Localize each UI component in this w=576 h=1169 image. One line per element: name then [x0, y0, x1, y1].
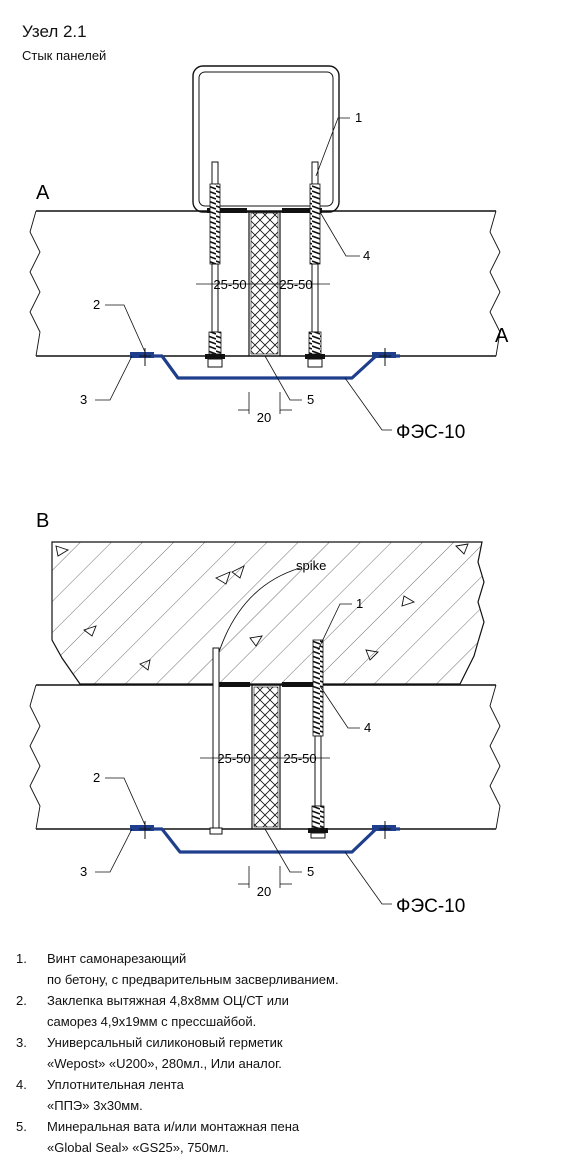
page-title: Узел 2.1: [22, 22, 87, 41]
fes10-profile-b: [130, 827, 400, 854]
sealant-bead-b-left: [130, 825, 154, 831]
dim-gap-label: 20: [257, 410, 271, 425]
concrete-aggregate: [55, 543, 469, 671]
seal-tape-b-left: [214, 682, 250, 687]
note-item: 1. Винт самонарезающий по бетону, с пред…: [14, 948, 562, 990]
callout-5: 5: [307, 392, 314, 407]
profile-label-b: ФЭС-10: [396, 896, 465, 917]
sealant-bead-right: [372, 352, 396, 358]
note-number: 4.: [16, 1077, 27, 1092]
seal-tape-left: [207, 208, 247, 213]
leader-b-4: [319, 685, 360, 729]
note-number: 3.: [16, 1035, 27, 1050]
notes-list: 1. Винт самонарезающий по бетону, с пред…: [14, 948, 562, 1158]
note-line: «Global Seal» «GS25», 750мл.: [47, 1140, 230, 1155]
note-item: 3. Универсальный силиконовый герметик «W…: [14, 1032, 562, 1074]
dim-gap-b-label: 20: [257, 884, 271, 899]
steel-tube-inner: [198, 71, 334, 207]
dim-label-left: 25-50: [213, 277, 246, 292]
callout-b-2: 2: [93, 770, 100, 785]
leader-b-fes10: [344, 851, 392, 905]
leader-2: [105, 304, 146, 353]
mineral-wool-fill-b: [253, 686, 279, 828]
sealant-bead-b-right: [372, 825, 396, 831]
panel-break-left: [29, 210, 41, 357]
callout-4: 4: [363, 248, 370, 263]
leader-b-2: [105, 777, 146, 826]
screw-b-left: [209, 647, 223, 835]
note-line: «ППЭ» 3х30мм.: [47, 1098, 143, 1113]
screw-b-right: [308, 639, 328, 839]
leader-b-3: [95, 828, 133, 873]
note-item: 5. Минеральная вата и/или монтажная пена…: [14, 1116, 562, 1158]
callout-1: 1: [355, 110, 362, 125]
callout-b-3: 3: [80, 864, 87, 879]
note-line: Уплотнительная лента: [47, 1077, 184, 1092]
page-subtitle: Стык панелей: [22, 48, 107, 63]
diagram-a: 25-50 25-50 20 1 4 2 3 5 ФЭС-10 A A: [29, 65, 509, 443]
steel-tube-outer: [192, 65, 340, 213]
note-item: 2. Заклепка вытяжная 4,8х8мм ОЦ/СТ или с…: [14, 990, 562, 1032]
note-line: саморез 4,9х19мм с прессшайбой.: [47, 1014, 257, 1029]
leader-3: [95, 355, 133, 401]
leader-fes10: [344, 377, 392, 431]
note-number: 2.: [16, 993, 27, 1008]
note-line: «Wepost» «U200», 280мл., Или аналог.: [47, 1056, 282, 1071]
joint-drawing: 25-50 25-50 20 1 4 2 3 5 ФЭС-10 A A B: [29, 65, 509, 917]
note-line: по бетону, с предварительным засверливан…: [47, 972, 339, 987]
spike-marker: [214, 567, 301, 666]
dim-label-b-right: 25-50: [283, 751, 316, 766]
leader-b-5: [264, 828, 302, 873]
screw-right: [305, 161, 325, 368]
leader-b-1: [317, 603, 352, 651]
leader-4: [319, 211, 360, 257]
dim-label-right: 25-50: [279, 277, 312, 292]
note-line: Винт самонарезающий: [47, 951, 187, 966]
diagram-b: B spike: [29, 510, 501, 917]
spike-label: spike: [296, 558, 326, 573]
screw-left: [205, 161, 225, 368]
callout-2: 2: [93, 297, 100, 312]
profile-label: ФЭС-10: [396, 422, 465, 443]
section-label-left: A: [36, 182, 50, 204]
callout-3: 3: [80, 392, 87, 407]
callout-b-5: 5: [307, 864, 314, 879]
callout-b-4: 4: [364, 720, 371, 735]
note-number: 1.: [16, 951, 27, 966]
fes10-profile: [130, 354, 400, 380]
seal-tape-b-right: [282, 682, 320, 687]
callout-b-1: 1: [356, 596, 363, 611]
note-line: Заклепка вытяжная 4,8х8мм ОЦ/СТ или: [47, 993, 289, 1008]
section-label-b: B: [36, 510, 49, 532]
seal-tape-right: [282, 208, 322, 213]
concrete-block: [51, 541, 485, 685]
note-line: Минеральная вата и/или монтажная пена: [47, 1119, 300, 1134]
panel-b-break-left: [29, 684, 41, 830]
panel-b-break-right: [489, 684, 501, 830]
note-line: Универсальный силиконовый герметик: [47, 1035, 283, 1050]
section-label-right: A: [495, 325, 509, 347]
leader-5: [264, 355, 302, 401]
leader-1: [315, 117, 350, 177]
mineral-wool-fill: [250, 212, 279, 355]
panel-break-right: [489, 210, 501, 357]
note-item: 4. Уплотнительная лента «ППЭ» 3х30мм.: [14, 1074, 562, 1116]
note-number: 5.: [16, 1119, 27, 1134]
sealant-bead-left: [130, 352, 154, 358]
dim-label-b-left: 25-50: [217, 751, 250, 766]
